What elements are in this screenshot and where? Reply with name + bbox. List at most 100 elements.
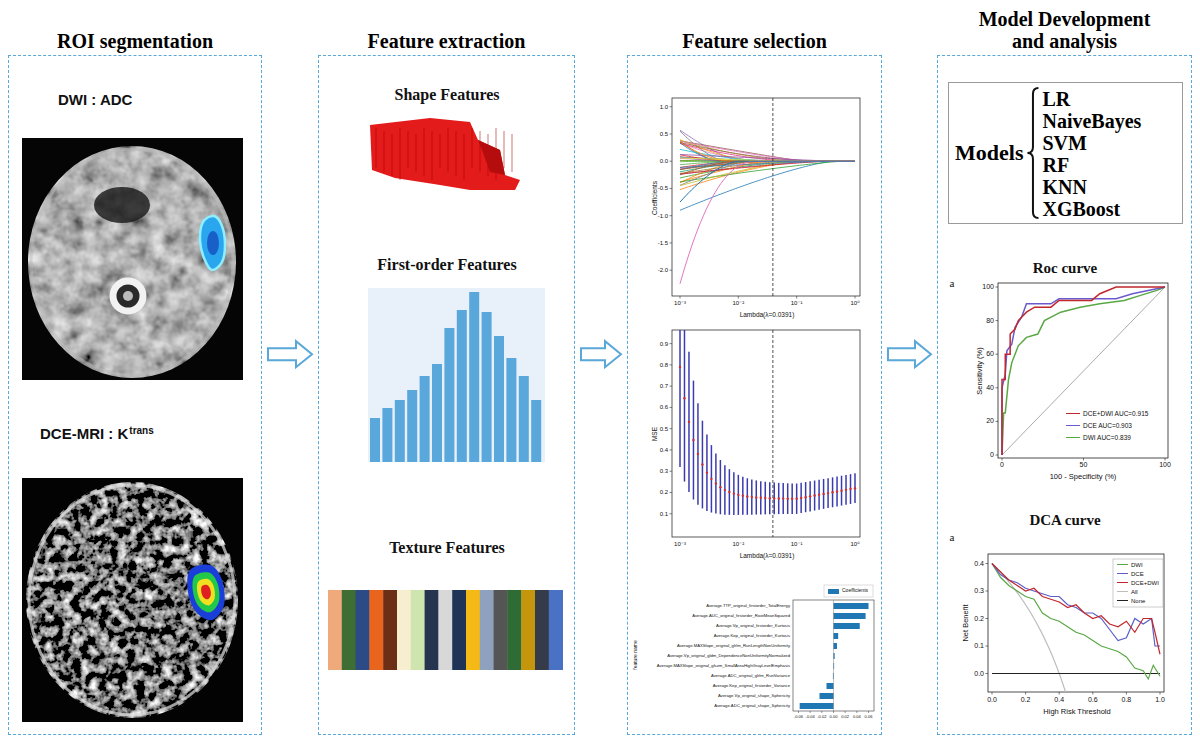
flow-arrow — [581, 341, 621, 367]
coefficient-bar-chart — [800, 703, 834, 709]
lasso-mse-plot — [845, 489, 847, 491]
lasso-mse-plot — [692, 439, 694, 441]
lasso-mse-plot — [719, 486, 721, 488]
axis-tick: 0.8 — [660, 362, 668, 369]
dca-chart — [986, 618, 989, 619]
lasso-coefficient-plot — [680, 161, 855, 189]
dca-chart — [986, 673, 989, 674]
histogram-illustration — [457, 310, 467, 462]
axis-tick: 0.02 — [841, 715, 849, 719]
lasso-mse-plot — [813, 494, 815, 496]
lasso-mse-plot — [706, 434, 708, 510]
axis-tick: -1.5 — [658, 240, 668, 247]
lasso-mse-plot — [772, 330, 773, 537]
shape-illustration — [384, 131, 385, 172]
axis-tick: 10⁰ — [850, 300, 859, 307]
lasso-coefficient-plot — [680, 131, 855, 161]
histogram-illustration — [368, 288, 545, 462]
texture-illustration — [369, 590, 383, 670]
model-name: NaiveBayes — [1042, 110, 1141, 132]
legend-line — [1117, 600, 1128, 601]
feature-name: Average.TTP_original_firstorder_TotalEne… — [706, 604, 790, 609]
dce-ktrans-image — [22, 478, 243, 722]
legend-text: DWI — [1131, 562, 1143, 569]
superscript: trans — [129, 424, 153, 435]
axis-tick: 0.06 — [865, 715, 873, 719]
roc-chart — [1165, 458, 1166, 461]
axis-tick: 0.0 — [660, 158, 668, 165]
lasso-mse-plot — [670, 513, 673, 514]
axis-title: Lambda(λ=0.0391) — [740, 311, 795, 318]
shape-illustration — [512, 134, 513, 172]
lasso-mse-plot — [769, 482, 771, 514]
stage-panel: ROI segmentation — [8, 55, 262, 735]
lasso-mse-plot — [845, 475, 847, 505]
lasso-mse-plot — [729, 469, 731, 515]
lasso-mse-plot — [795, 498, 797, 500]
feature-name: Average.MAXSlope_original_glszm_SmallAre… — [657, 664, 790, 669]
lasso-mse-plot — [697, 453, 699, 455]
legend-line — [1066, 413, 1080, 414]
legend-text: DCE+DWI AUC=0.915 — [1083, 410, 1148, 417]
histogram-illustration — [370, 418, 380, 462]
coefficient-bar-chart — [834, 643, 838, 649]
dwi-adc-image — [22, 138, 243, 380]
coefficient-bar-chart — [856, 711, 857, 713]
lasso-mse-plot — [791, 497, 793, 499]
lasso-mse-plot — [778, 497, 780, 499]
lasso-mse-plot — [782, 497, 784, 499]
axis-tick: 60 — [986, 350, 994, 358]
shape-illustration — [370, 118, 520, 190]
lasso-mse-plot — [747, 478, 749, 514]
stage-title: Feature selection — [635, 30, 875, 52]
roc-chart — [996, 283, 1169, 461]
lasso-mse-plot — [688, 352, 690, 492]
legend-line — [1117, 591, 1128, 592]
lasso-mse-plot — [670, 407, 673, 408]
section-label: Texture Features — [389, 539, 505, 557]
dca-chart — [992, 673, 1160, 674]
shape-illustration — [448, 128, 449, 172]
lasso-coefficient-plot — [680, 141, 855, 161]
lasso-mse-plot — [679, 330, 856, 515]
dwi-adc-image — [207, 231, 219, 255]
dce-ktrans-image — [29, 485, 235, 715]
section-label: Shape Features — [394, 86, 499, 104]
feature-name: Average.Vp_original_firstorder_Kurtosis — [716, 624, 790, 629]
lasso-coefficient-plot — [680, 161, 855, 284]
model-name: LR — [1042, 88, 1141, 110]
lasso-mse-plot — [706, 471, 708, 473]
model-name: KNN — [1042, 176, 1141, 198]
texture-illustration — [452, 590, 466, 670]
lasso-coefficient-plot — [670, 106, 673, 107]
axis-tick: 0.4 — [1054, 696, 1064, 704]
stage-title: Feature extraction — [327, 30, 567, 52]
curly-brace — [1027, 88, 1038, 218]
lasso-mse-plot — [791, 483, 793, 514]
axis-tick: 0.00 — [830, 715, 838, 719]
dwi-adc-image — [200, 216, 225, 270]
lasso-coefficient-plot — [680, 161, 855, 174]
lasso-coefficient-plot — [680, 141, 855, 161]
axis-tick: 10⁻¹ — [791, 541, 803, 548]
lasso-mse-plot — [688, 421, 690, 423]
lasso-mse-plot — [720, 460, 722, 514]
lasso-mse-plot — [710, 478, 712, 480]
lasso-mse-plot — [670, 267, 861, 537]
dca-chart — [1126, 692, 1127, 695]
coefficient-bar-chart — [834, 633, 839, 639]
sequence-label: DCE-MRI : K — [40, 426, 128, 443]
sequence-label: DWI : ADC — [58, 92, 132, 109]
texture-illustration — [494, 590, 508, 670]
legend-text: All — [1131, 589, 1138, 596]
feature-name: Average.Kep_original_firstorder_Kurtosis — [714, 634, 790, 639]
lasso-mse-plot — [765, 482, 767, 515]
axis-tick: 10⁻³ — [674, 300, 686, 307]
lasso-coefficient-plot — [680, 161, 855, 185]
lasso-mse-plot — [737, 494, 739, 496]
lasso-mse-plot — [854, 473, 856, 503]
shape-illustration — [400, 128, 401, 180]
shape-illustration — [504, 131, 505, 168]
dce-ktrans-image — [187, 564, 225, 620]
model-name: RF — [1042, 154, 1141, 176]
